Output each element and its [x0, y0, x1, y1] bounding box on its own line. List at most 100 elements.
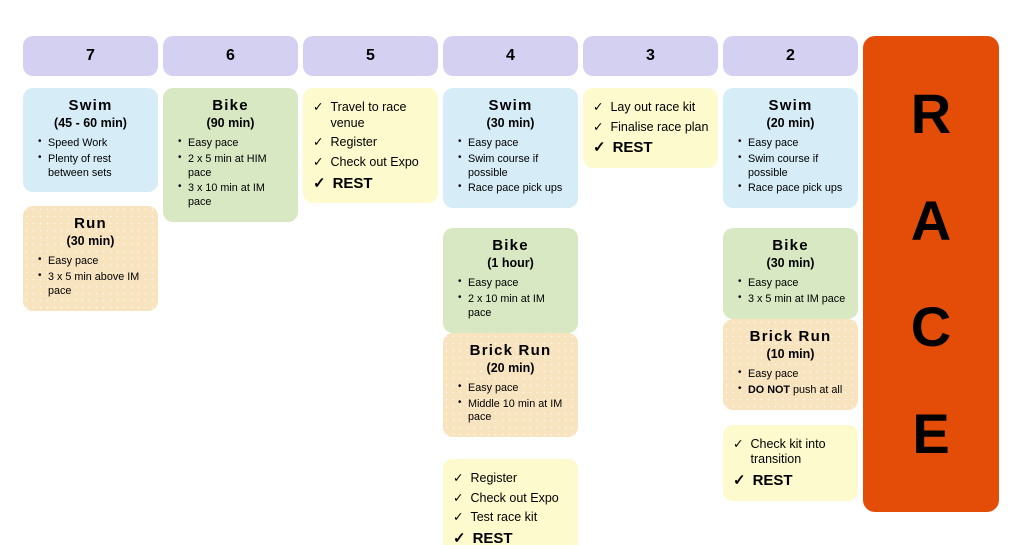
bullet-item: Easy pace	[738, 136, 850, 151]
swim-card: Swim (20 min) Easy pace Swim course if p…	[723, 88, 858, 209]
checklist-label: Travel to race venue	[330, 100, 407, 130]
check-icon: ✓	[593, 100, 604, 114]
race-banner: R A C E	[863, 36, 999, 512]
card-duration: (30 min)	[486, 116, 535, 130]
brick-run-card: Brick Run (10 min) Easy pace DO NOT push…	[723, 318, 858, 410]
swim-card: Swim (30 min) Easy pace Swim course if p…	[443, 88, 578, 209]
checklist-item: ✓ Check out Expo	[313, 155, 430, 171]
card-title: Brick Run	[749, 327, 832, 345]
checklist-label: Finalise race plan	[610, 119, 709, 134]
card-duration: (20 min)	[766, 116, 815, 130]
bike-card: Bike (30 min) Easy pace 3 x 5 min at IM …	[723, 228, 858, 319]
column-day-7: 7 Swim (45 - 60 min) Speed Work Plenty o…	[23, 36, 158, 311]
check-icon: ✓	[453, 490, 464, 505]
card-title: Swim	[768, 97, 813, 114]
checklist-item: ✓ Lay out race kit	[593, 100, 710, 116]
day-header: 5	[303, 36, 438, 76]
checklist-item: ✓ Test race kit	[453, 510, 570, 526]
bullet-item: Easy pace	[458, 276, 570, 291]
checklist-item: ✓ Register	[313, 135, 430, 151]
bullet-item: Race pace pick ups	[458, 181, 570, 196]
column-day-6: 6 Bike (90 min) Easy pace 2 x 5 min at H…	[163, 36, 298, 223]
checklist-label: Check kit into transition	[750, 436, 826, 467]
check-icon: ✓	[313, 174, 326, 192]
bullet-item: Swim course if possible	[458, 152, 570, 181]
bullet-item: Easy pace	[458, 136, 570, 151]
card-duration: (1 hour)	[487, 256, 534, 271]
day-header: 6	[163, 36, 298, 76]
card-duration: (30 min)	[766, 256, 815, 271]
card-title: Bike	[212, 97, 249, 114]
run-card: Run (30 min) Easy pace 3 x 5 min above I…	[23, 206, 158, 311]
check-icon: ✓	[313, 154, 324, 169]
day-header: 3	[583, 36, 718, 76]
bullet-list: Easy pace Middle 10 min at IM pace	[451, 381, 570, 426]
race-letter: E	[912, 401, 950, 465]
checklist-item: ✓ REST	[593, 139, 710, 158]
column-day-4: 4 Swim (30 min) Easy pace Swim course if…	[443, 36, 578, 545]
checklist-card: ✓ Travel to race venue ✓ Register ✓ Chec…	[303, 88, 438, 204]
card-title: Brick Run	[469, 341, 552, 359]
bullet-list: Easy pace 2 x 5 min at HIM pace 3 x 10 m…	[171, 136, 290, 210]
checklist-label: Check out Expo	[330, 154, 419, 169]
checklist-card: ✓ Register ✓ Check out Expo ✓ Test race …	[443, 459, 578, 545]
card-title: Bike	[492, 237, 529, 255]
bullet-item: 2 x 10 min at IM pace	[458, 292, 570, 321]
checklist-item: ✓ REST	[453, 530, 570, 545]
day-number: 2	[786, 47, 795, 64]
race-letter: C	[910, 295, 952, 359]
card-title: Bike	[772, 237, 809, 255]
bike-card: Bike (1 hour) Easy pace 2 x 10 min at IM…	[443, 228, 578, 333]
bullet-item: Easy pace	[458, 381, 570, 396]
card-duration: (45 - 60 min)	[54, 116, 127, 130]
bullet-item: 3 x 5 min at IM pace	[738, 292, 850, 307]
checklist-item: ✓ Register	[453, 471, 570, 487]
bullet-list: Easy pace 3 x 5 min at IM pace	[731, 276, 850, 307]
bullet-item: Speed Work	[38, 136, 150, 151]
checklist-label: Lay out race kit	[610, 100, 696, 114]
bullet-list: Easy pace 2 x 10 min at IM pace	[451, 276, 570, 321]
bullet-list: Easy pace Swim course if possible Race p…	[451, 136, 570, 196]
bullet-item: 3 x 10 min at IM pace	[178, 181, 290, 210]
warning-rest-text: push at all	[793, 383, 843, 396]
bullet-item: Race pace pick ups	[738, 181, 850, 196]
check-icon: ✓	[593, 139, 606, 157]
column-day-2: 2 Swim (20 min) Easy pace Swim course if…	[723, 36, 858, 501]
day-number: 7	[86, 47, 95, 64]
checklist-item: ✓ REST	[733, 472, 850, 491]
checklist-label: Register	[470, 471, 518, 486]
column-day-5: 5 ✓ Travel to race venue ✓ Register ✓ Ch…	[303, 36, 438, 204]
checklist-label: REST	[752, 471, 793, 489]
check-icon: ✓	[593, 119, 604, 134]
bullet-list: Easy pace DO NOT push at all	[731, 367, 850, 398]
bike-card: Bike (90 min) Easy pace 2 x 5 min at HIM…	[163, 88, 298, 223]
bullet-list: Easy pace Swim course if possible Race p…	[731, 136, 850, 196]
checklist-card: ✓ Lay out race kit ✓ Finalise race plan …	[583, 88, 718, 168]
checklist-card: ✓ Check kit into transition ✓ REST	[723, 424, 858, 501]
bullet-item: Middle 10 min at IM pace	[458, 397, 570, 426]
bullet-item: 3 x 5 min above IM pace	[38, 270, 150, 299]
checklist-label: REST	[612, 139, 653, 157]
check-icon: ✓	[313, 100, 324, 114]
checklist-item: ✓ Check kit into transition	[733, 437, 850, 468]
bullet-item: Swim course if possible	[738, 152, 850, 181]
race-letter: R	[910, 82, 952, 146]
check-icon: ✓	[733, 436, 744, 451]
day-number: 4	[506, 47, 515, 64]
card-title: Swim	[68, 97, 113, 114]
bullet-item: Easy pace	[178, 136, 290, 151]
check-icon: ✓	[313, 135, 324, 150]
check-icon: ✓	[453, 510, 464, 525]
card-title: Swim	[488, 97, 533, 114]
swim-card: Swim (45 - 60 min) Speed Work Plenty of …	[23, 88, 158, 193]
day-number: 6	[226, 47, 235, 64]
card-title: Run	[74, 215, 107, 233]
bullet-item: 2 x 5 min at HIM pace	[178, 152, 290, 181]
bullet-item: Plenty of rest between sets	[38, 152, 150, 181]
check-icon: ✓	[453, 471, 464, 486]
day-number: 3	[646, 47, 655, 64]
day-header: 4	[443, 36, 578, 76]
card-duration: (30 min)	[66, 234, 115, 249]
checklist-item: ✓ REST	[313, 175, 430, 194]
